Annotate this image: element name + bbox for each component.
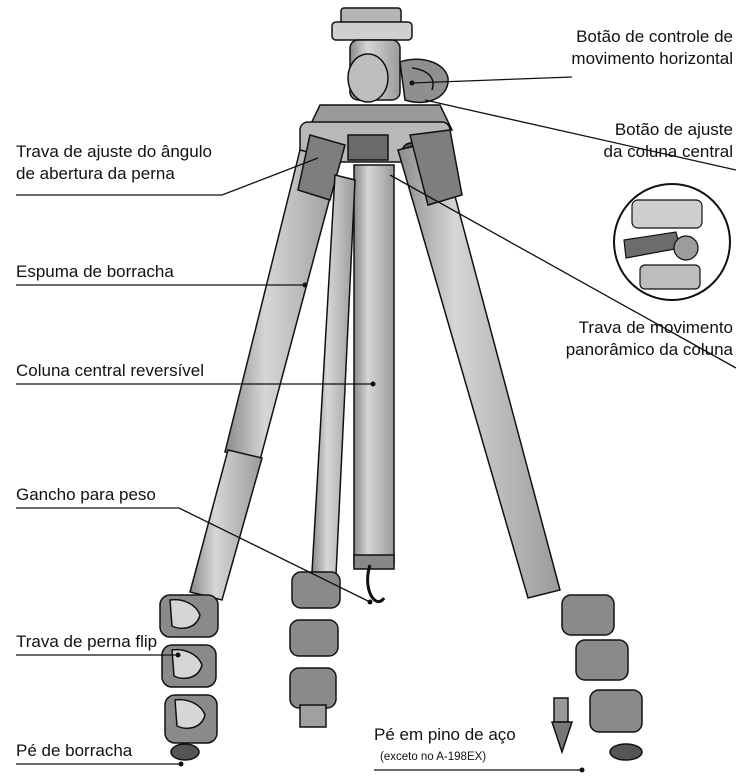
front-leg xyxy=(289,174,356,728)
label-flip-lock: Trava de perna flip xyxy=(16,632,158,651)
center-column xyxy=(353,164,395,604)
label-spike-foot-note: (exceto no A-198EX) xyxy=(380,751,487,763)
detail-inset xyxy=(613,183,731,301)
left-leg xyxy=(159,134,346,761)
label-weight-hook: Gancho para peso xyxy=(16,485,156,504)
label-center-column: Coluna central reversível xyxy=(16,361,205,380)
label-leg-angle-lock: Trava de ajuste do ângulo de abertura da… xyxy=(16,142,212,183)
leader-dots xyxy=(175,80,585,773)
label-center-column-knob: Botão de ajuste da coluna central xyxy=(603,120,733,161)
right-leg xyxy=(397,129,643,761)
label-spike-foot: Pé em pino de aço xyxy=(374,725,516,744)
label-panoramic-lock: Trava de movimento panorâmico da coluna xyxy=(565,318,733,359)
label-rubber-foam: Espuma de borracha xyxy=(16,262,174,281)
label-rubber-foot: Pé de borracha xyxy=(16,741,133,760)
spike-foot xyxy=(550,697,574,755)
label-horizontal-control-knob: Botão de controle de movimento horizonta… xyxy=(571,27,733,68)
leader-lines xyxy=(16,76,737,771)
